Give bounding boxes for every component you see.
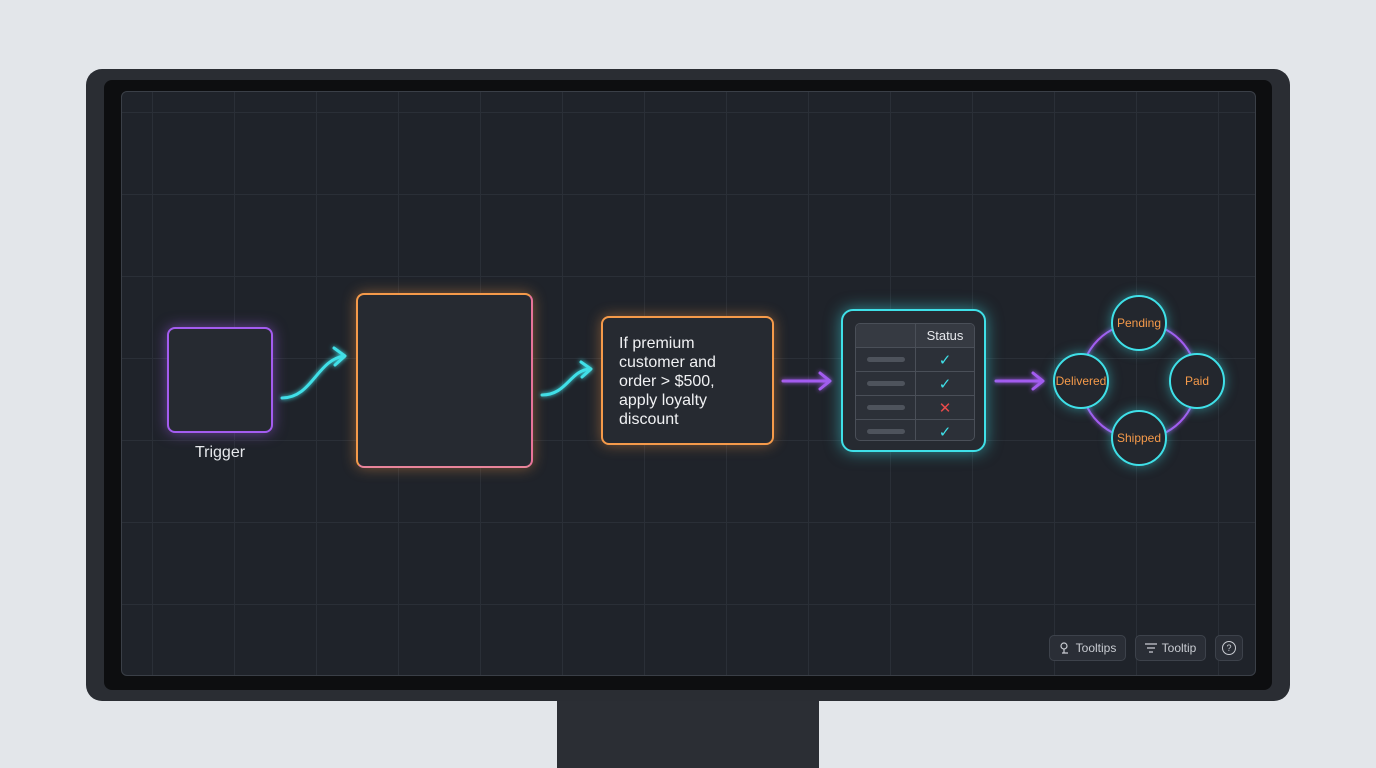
table-row: ✓ xyxy=(856,419,974,441)
check-icon: ✓ xyxy=(938,375,952,393)
tooltips-label: Tooltips xyxy=(1075,641,1117,655)
table-row: ✓ xyxy=(856,371,974,395)
condition-text: If premium customer and order > $500, ap… xyxy=(619,335,716,428)
filter-node[interactable] xyxy=(356,293,533,468)
trigger-label: Trigger xyxy=(194,444,246,461)
check-icon: ✓ xyxy=(938,351,952,369)
monitor-stand xyxy=(557,701,819,768)
tooltips-button[interactable]: Tooltips xyxy=(1049,635,1126,661)
table-row: ✓ xyxy=(856,347,974,371)
arrow-table-to-states xyxy=(994,371,1045,391)
table-node[interactable]: Status ✓ ✓ ✕ ✓ xyxy=(841,309,986,452)
diagram-canvas: Trigger If premium customer and order > … xyxy=(121,91,1256,676)
tooltip-label: Tooltip xyxy=(1161,641,1197,655)
table-row: ✕ xyxy=(856,395,974,419)
status-table: Status ✓ ✓ ✕ ✓ xyxy=(855,323,975,441)
check-icon: ✓ xyxy=(938,423,952,441)
arrowhead xyxy=(579,360,593,379)
state-pending[interactable]: Pending xyxy=(1111,295,1167,351)
tooltip-button[interactable]: Tooltip xyxy=(1135,635,1206,661)
status-header: Status xyxy=(926,328,964,343)
arrow-condition-to-table xyxy=(781,371,832,391)
arrow-trigger-to-filter xyxy=(280,354,346,400)
state-delivered[interactable]: Delivered xyxy=(1053,353,1109,409)
trigger-node[interactable] xyxy=(167,327,273,433)
arrowhead xyxy=(332,346,347,367)
arrow-filter-to-condition xyxy=(540,367,592,397)
help-icon: ? xyxy=(1222,641,1236,655)
filter-lines-icon xyxy=(1144,643,1157,653)
state-shipped[interactable]: Shipped xyxy=(1111,410,1167,466)
state-paid[interactable]: Paid xyxy=(1169,353,1225,409)
nodes-icon xyxy=(1060,642,1068,654)
cross-icon: ✕ xyxy=(938,399,952,417)
table-header: Status xyxy=(856,324,974,347)
condition-node[interactable]: If premium customer and order > $500, ap… xyxy=(601,316,774,445)
help-button[interactable]: ? xyxy=(1215,635,1243,661)
